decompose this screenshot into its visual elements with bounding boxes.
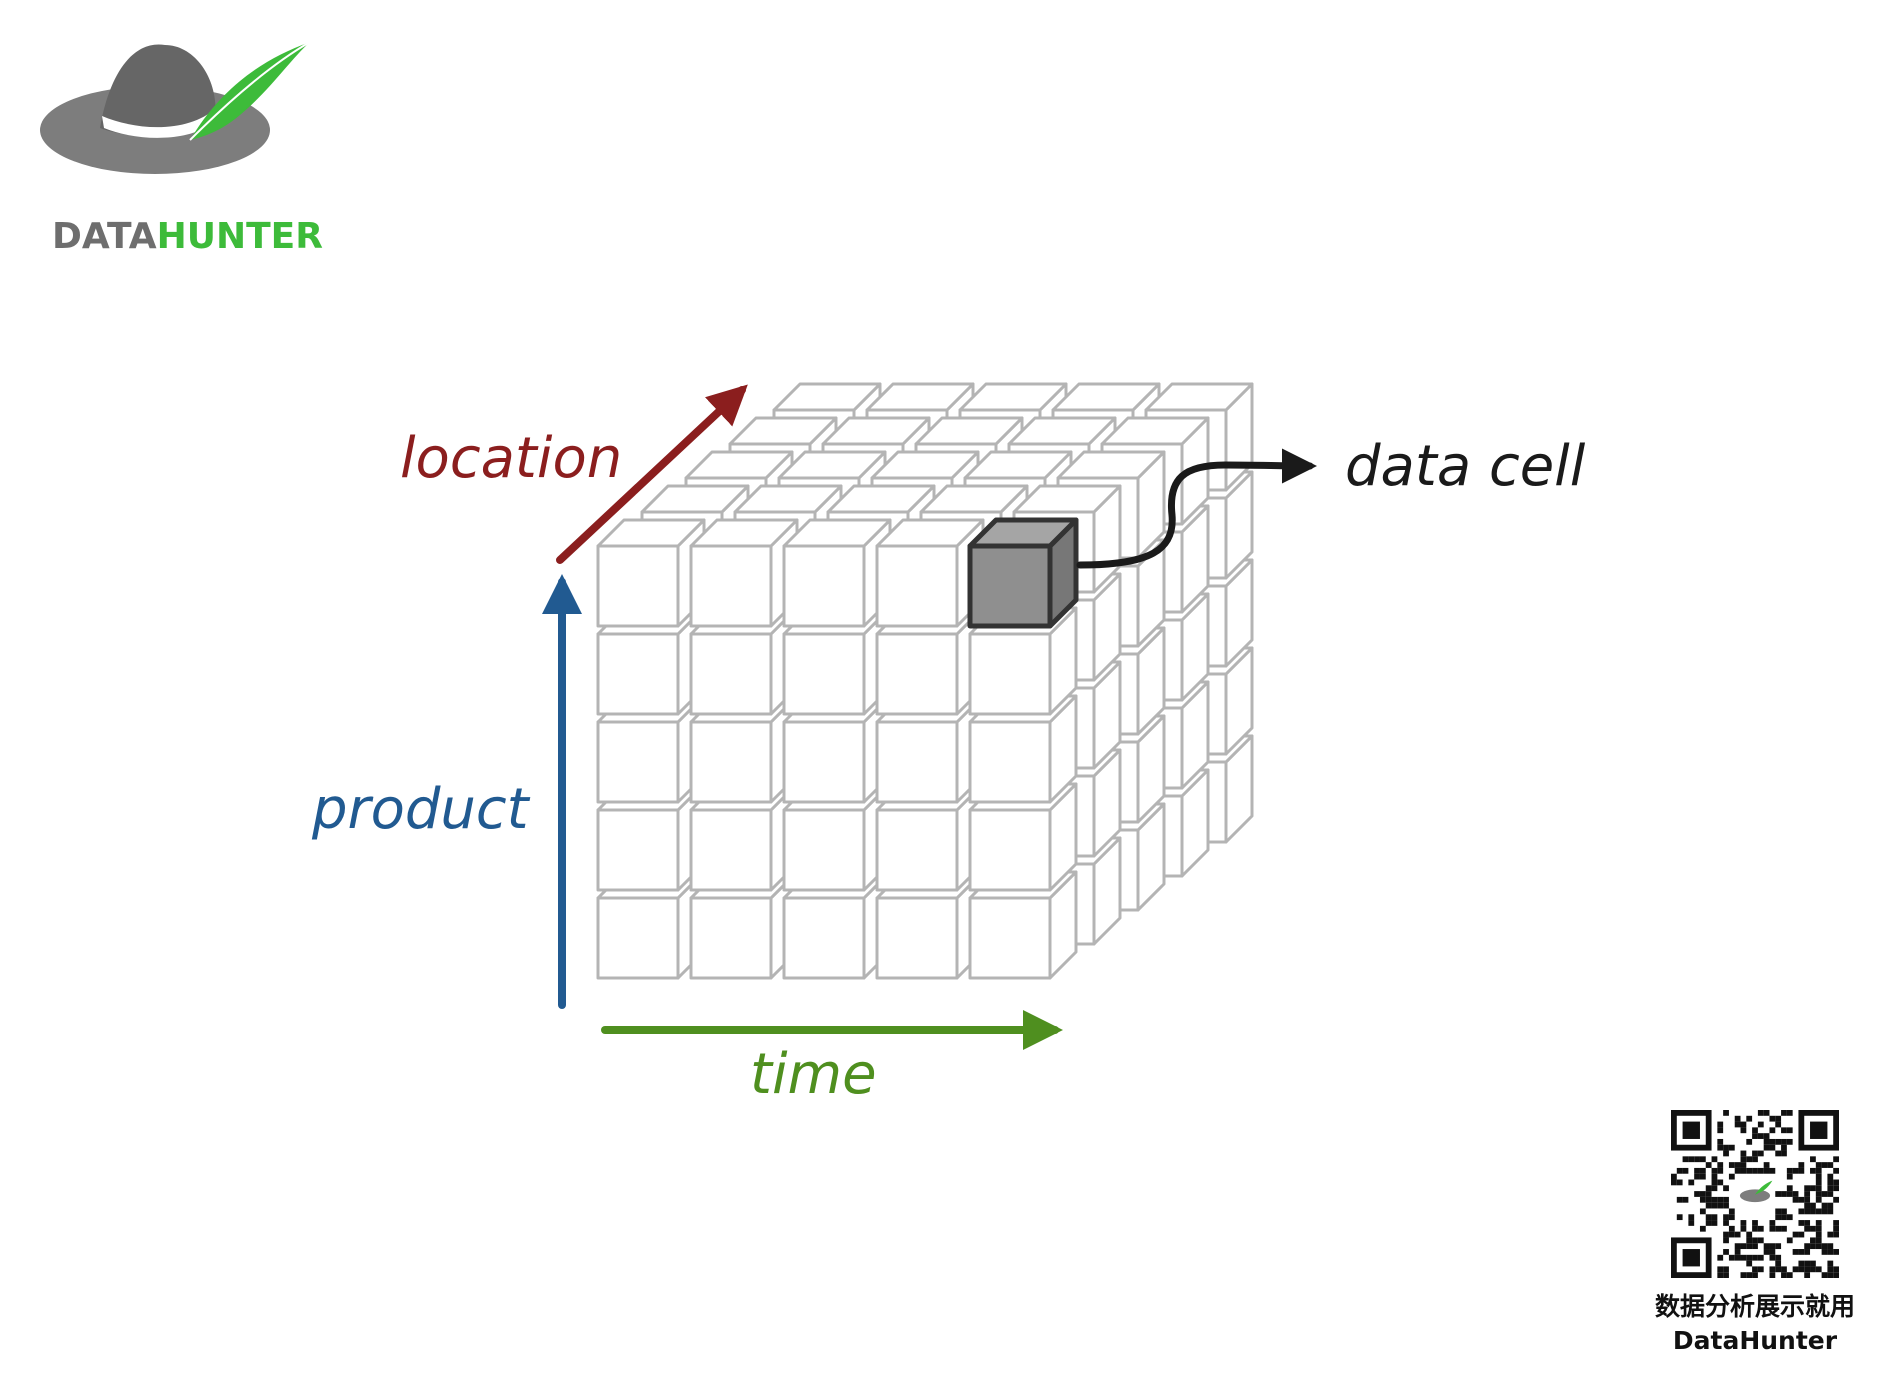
grid-cube: [689, 518, 799, 628]
location-axis-label: location: [400, 426, 622, 491]
logo-word-data: DATA: [52, 216, 157, 257]
hat-with-feather-icon: [40, 41, 311, 174]
time-axis-label: time: [750, 1042, 877, 1107]
svg-text:DATAHUNTER: DATAHUNTER: [52, 216, 323, 257]
grid-cube: [875, 518, 985, 628]
highlighted-data-cell: [967, 517, 1079, 629]
product-axis-label: product: [311, 777, 531, 842]
qr-caption-line1: 数据分析展示就用: [1654, 1292, 1855, 1321]
logo-word-hunter: HUNTER: [157, 216, 323, 257]
qr-code-block: 数据分析展示就用 DataHunter: [1640, 1110, 1870, 1358]
qr-code: [1671, 1110, 1839, 1278]
grid-cube: [782, 518, 892, 628]
cube-grid: [596, 382, 1254, 980]
grid-cube: [596, 518, 706, 628]
location-axis-arrow: [556, 384, 748, 564]
data-cell-pointer-arrow: [1076, 448, 1317, 569]
qr-caption-line2: DataHunter: [1672, 1326, 1838, 1355]
datahunter-logo: DATAHUNTER: [40, 41, 323, 257]
data-cell-label: data cell: [1345, 434, 1586, 499]
